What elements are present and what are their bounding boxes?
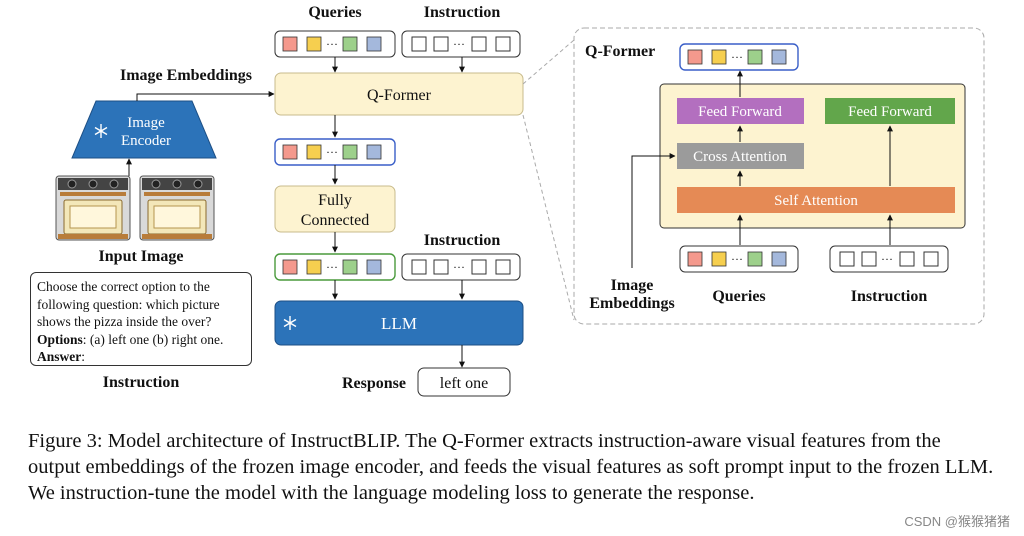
instruction-tokens-top: ··· — [401, 30, 521, 58]
detail-query-tokens: ··· — [679, 245, 799, 273]
svg-text:···: ··· — [326, 37, 338, 51]
instruction-bottom-label: Instruction — [103, 374, 180, 391]
svg-text:Self Attention: Self Attention — [774, 193, 858, 209]
zoom-line-top — [522, 39, 575, 85]
image-encoder-label-2: Encoder — [121, 133, 171, 149]
detail-output-tokens: ··· — [679, 43, 799, 71]
response-label: Response — [342, 375, 406, 392]
detail-instruction-label: Instruction — [851, 288, 928, 305]
svg-text:Cross Attention: Cross Attention — [693, 149, 787, 165]
qformer-output-tokens: ··· — [274, 138, 396, 166]
options-text: : (a) left one (b) right one. — [82, 331, 224, 347]
svg-text:Feed Forward: Feed Forward — [698, 104, 782, 120]
image-embeddings-label: Image Embeddings — [120, 67, 252, 84]
answer-label: Answer — [37, 349, 82, 364]
detail-instruction-tokens: ··· — [829, 245, 949, 273]
self-attention — [677, 187, 955, 213]
response-box — [417, 367, 511, 397]
fully-connected-label-2: Connected — [301, 212, 369, 229]
llm-label: LLM — [381, 314, 417, 333]
detail-image-embeddings-1: Image — [611, 277, 654, 294]
zoom-line-bottom — [522, 114, 575, 321]
instruction-tokens-mid: ··· — [401, 253, 521, 281]
image-encoder-label-1: Image — [127, 115, 165, 131]
detail-queries-label: Queries — [712, 288, 765, 305]
input-image-label: Input Image — [99, 248, 184, 265]
oven-icon — [55, 175, 131, 241]
svg-text:Feed Forward: Feed Forward — [848, 104, 932, 120]
query-tokens-top: ··· — [274, 30, 396, 58]
cross-attention — [677, 143, 804, 169]
figure-caption: Figure 3: Model architecture of Instruct… — [28, 430, 994, 504]
diagram: Queries Instruction Image Embeddings ···… — [55, 4, 985, 397]
feed-forward-right — [825, 98, 955, 124]
fully-connected-label-1: Fully — [318, 192, 352, 209]
queries-top-label: Queries — [308, 4, 361, 21]
qformer-label: Q-Former — [367, 87, 432, 104]
svg-text:···: ··· — [326, 145, 338, 159]
watermark: CSDN @猴猴猪猪 — [904, 514, 1010, 529]
feed-forward-left — [677, 98, 804, 124]
svg-text:···: ··· — [453, 37, 465, 51]
llm-box — [274, 300, 524, 346]
instruction-mid-label: Instruction — [424, 232, 501, 249]
answer-text: : — [81, 349, 86, 364]
fc-output-tokens: ··· — [274, 253, 396, 281]
svg-text:···: ··· — [731, 50, 743, 64]
image-encoder — [71, 100, 217, 159]
options-label: Options — [37, 331, 83, 347]
detail-title: Q-Former — [585, 43, 655, 60]
svg-text:···: ··· — [881, 252, 893, 266]
qformer-box — [274, 72, 524, 116]
oven-icon — [139, 175, 215, 241]
instruction-text-box: Choose the correct option to the followi… — [30, 272, 252, 366]
svg-text:···: ··· — [326, 260, 338, 274]
detail-image-embeddings-2: Embeddings — [589, 295, 674, 312]
svg-text:···: ··· — [731, 252, 743, 266]
instruction-top-label: Instruction — [424, 4, 501, 21]
response-value: left one — [440, 375, 488, 392]
svg-text:···: ··· — [453, 260, 465, 274]
instruction-question: Choose the correct option to the followi… — [37, 279, 220, 329]
